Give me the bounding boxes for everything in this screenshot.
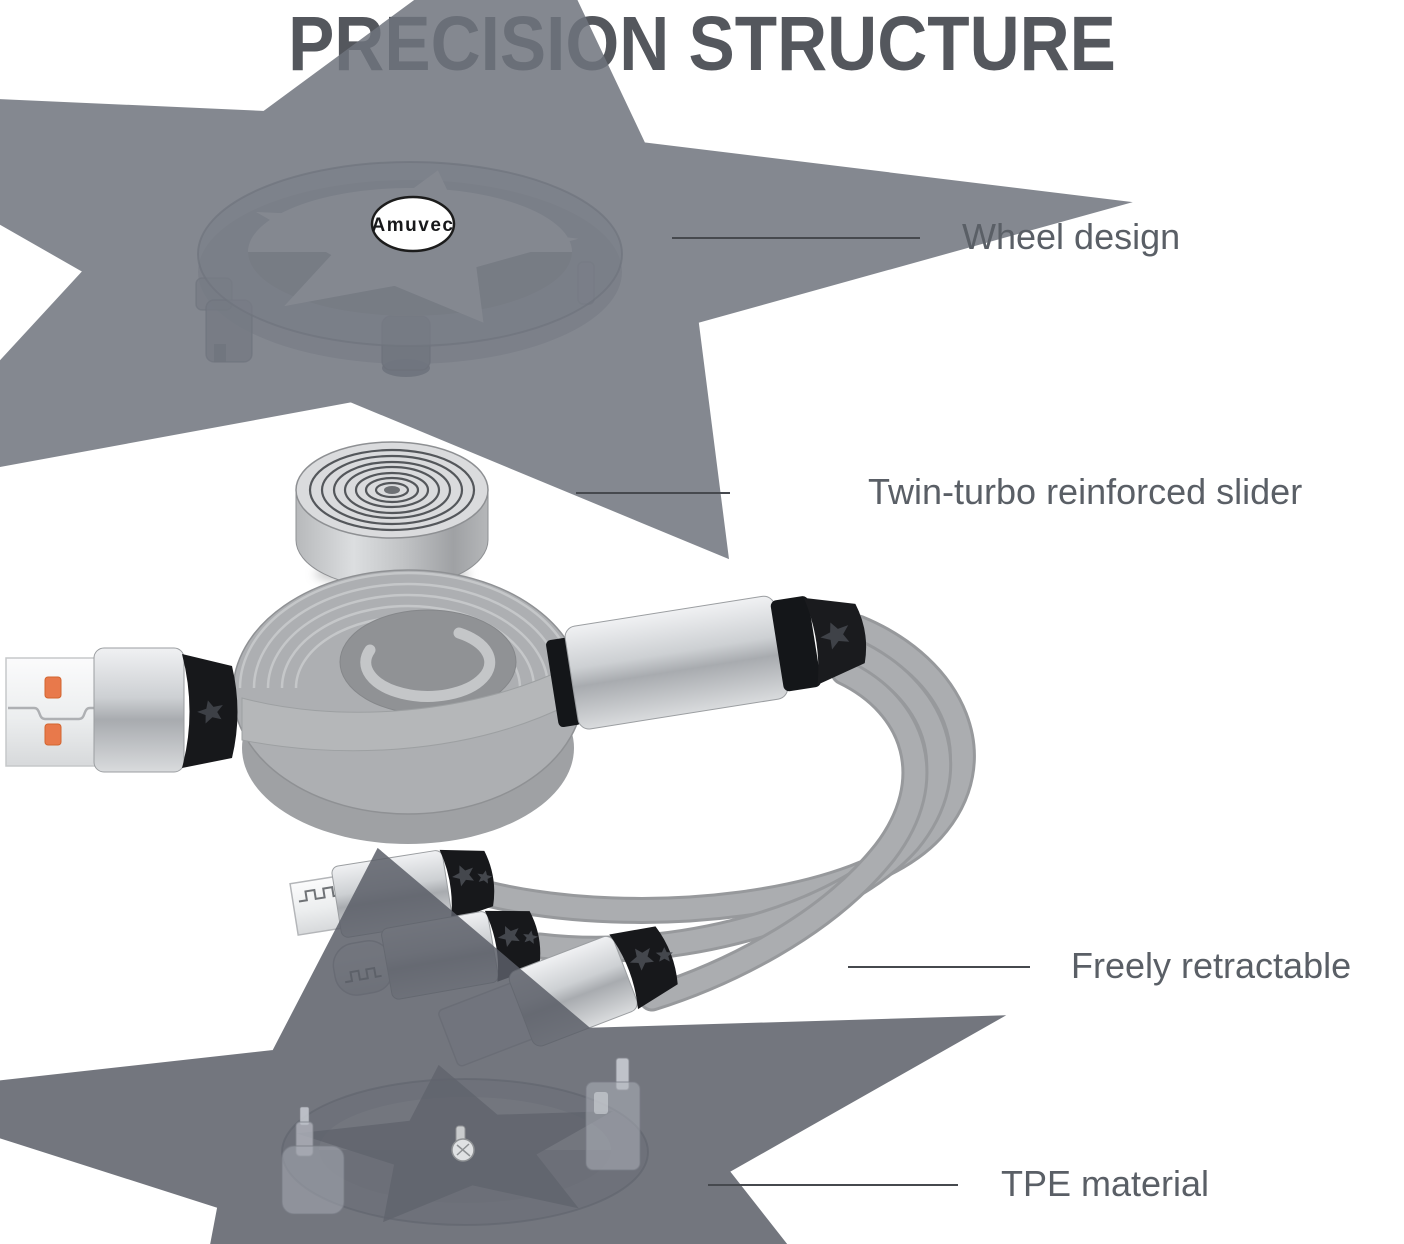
usb-a-tip-cutout <box>8 706 98 721</box>
leader-lines <box>576 237 1030 1186</box>
usb-a-contact-1 <box>44 676 62 699</box>
usb-a-metal-tip <box>5 657 99 767</box>
top-shell-wheel-illustration: Amuvec <box>196 157 622 377</box>
spring-core <box>384 486 400 494</box>
cable-to-lightning <box>638 658 929 1012</box>
micro-usb-strain-relief <box>439 849 495 922</box>
usb-a-contact-2 <box>44 723 62 746</box>
hub-right-collar <box>770 596 821 692</box>
brand-logo-badge <box>370 195 456 253</box>
shell-right-bracket-notch <box>594 1092 608 1114</box>
flat-spring-coil-illustration <box>295 441 489 589</box>
shell-left-base <box>281 1145 345 1215</box>
connector-hub <box>546 595 867 730</box>
reel-inner-curl <box>360 627 496 702</box>
callout-label-tpe-material: TPE material <box>1001 1163 1210 1204</box>
retractable-cable-reel <box>232 569 584 844</box>
spring-coil-rings <box>308 448 476 532</box>
lightning-strain-relief <box>609 926 678 1010</box>
callout-label-wheel-design: Wheel design <box>962 216 1181 257</box>
brand-logo-text: Amuvec <box>372 215 455 236</box>
hub-body <box>564 595 789 730</box>
callout-label-freely-retractable: Freely retractable <box>1071 945 1352 986</box>
micro-usb-tip-cutout <box>298 886 340 903</box>
hub-left-collar <box>546 637 583 728</box>
bottom-shell-illustration <box>280 1054 648 1227</box>
cable-assembly-illustration <box>5 569 976 1067</box>
callout-label-twin-turbo-slider: Twin-turbo reinforced slider <box>868 471 1303 512</box>
shell-screw-cross <box>456 1143 471 1157</box>
usb-a-connector <box>5 647 238 773</box>
usb-a-barrel <box>93 647 185 773</box>
